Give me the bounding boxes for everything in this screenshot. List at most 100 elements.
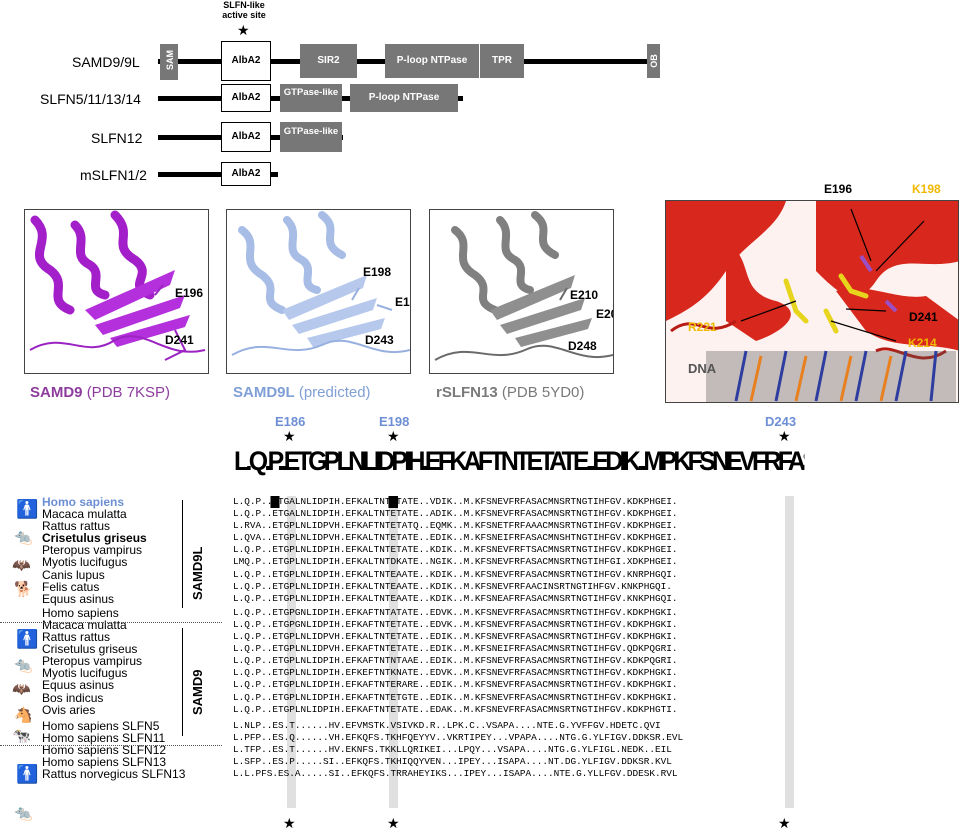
cow-icon: 🐄 [12,728,31,745]
conserved-column [785,496,794,808]
position-marker-d243: D243 [765,414,797,429]
alignment-row: L.NLP..ES.T......HV.EFVMSTK.VSIVKD.R..LP… [233,719,661,731]
active-site-label-line1: SLFN-like [223,0,265,10]
complex-structure-panel: E196 K198 R221 D241 K214 DNA [665,200,959,403]
structure-caption-rslfn13: rSLFN13 (PDB 5YD0) [436,384,585,401]
rslfn13-ribbon-icon [434,211,613,361]
species-name: Myotis lucifugus [42,555,128,570]
position-marker-e186: E186 [275,414,306,429]
alignment-row: L.PFP..ES.Q......VH.EFKQFS.TKHFQEYYV..VK… [233,731,684,743]
alignment-row: L.Q.P..ETGPLNLIDPIH.EFKAFTNTNTAAE..EDIK.… [233,655,678,667]
species-name: Homo sapiens [42,495,125,509]
alignment-row: L.Q.P..ETGPLNLIDPIH.EFKALTNTEAATE..KDIK.… [233,580,672,592]
alignment-row: L.Q.P..ETGPGNLIDPIH.EFKAFTNTATATE..EDVK.… [233,606,678,618]
sequence-logo: L.Q.P..ETGPLNLIDPIH.EFKAFTNTETATE..EDIK.… [234,446,804,477]
backbone-line [158,172,278,177]
alignment-row: L.Q.P..ETGPLNLIDPIH.EFKAFTNTERARE..EDIK.… [233,679,678,691]
species-name: Pteropus vampirus [42,543,143,558]
residue-label-k198-top: K198 [912,182,941,196]
species-name: Bos indicus [42,690,104,705]
donkey-icon: 🐴 [14,707,33,724]
human-icon: 🚹 [16,764,39,784]
species-name: Homo sapiens SLFN12 [42,742,167,757]
alignment-row: L.QVA..ETGPLNLIDPVH.EFKALTNTETATE..EDIK.… [233,532,678,544]
species-name: Crisetulus griseus [42,531,147,546]
residue-label-k214: K214 [908,336,937,350]
residue-label: E210 [570,288,599,302]
domain-gtpase-like: GTPase-like [280,84,342,112]
species-name: Macaca mulatta [42,617,127,632]
star-icon: ★ [778,428,791,444]
alignment-row: L.Q.P..ETGPLNLIDPIH.EFKEFTNTKNATE..EDVK.… [233,667,678,679]
alignment-row: L.Q.P..ETGPLNLIDPIH.EFKALTNTEAATE..KDIK.… [233,568,678,580]
species-name: Canis lupus [42,567,105,582]
domain-gtpase-like: GTPase-like [280,122,342,152]
samd9-ribbon-icon [29,210,206,361]
species-name: Homo sapiens SLFN13 [42,754,167,769]
residue-label: D241 [165,333,194,347]
residue-label: E186 [395,295,410,309]
alignment-row: L.Q.P..ETGPLNLIDPIH.EFKAFTNTETGTE..EDIK.… [233,691,678,703]
domain-p-loop: P-loop NTPase [350,84,458,112]
star-icon: ★ [283,428,296,444]
structure-panel-rslfn13: E210 E205 D248 [429,209,614,374]
structure-caption-samd9l: SAMD9L (predicted) [233,384,371,401]
alignment-row: L.Q.P..ETGPGNLIDPIH.EFKAFTNTETATE..EDVK.… [233,618,678,630]
species-name: Ovis aries [42,702,96,717]
residue-label: D248 [568,339,597,353]
residue-label: E196 [175,286,204,300]
domain-sam: SAM [160,44,178,80]
structure-panel-samd9l: E198 E186 D243 [226,209,411,374]
human-icon: 🚹 [16,499,39,519]
rodent-icon: 🐀 [14,657,33,674]
alignment-row: LMQ.P..ETGPLNLIDPIH.EFKALTNTDKATE..NGIK.… [233,556,678,568]
species-name: Macaca mulatta [42,507,127,522]
domain-alba2: AlbA2 [221,41,271,81]
species-name: Equus asinus [42,678,115,693]
divider [0,622,222,623]
star-icon: ★ [387,815,400,831]
species-name: Crisetulus griseus [42,642,138,657]
residue-label: E205 [596,307,613,321]
row-label-slfn5: SLFN5/11/13/14 [40,91,141,107]
group-label-samd9: SAMD9 [190,669,205,715]
domain-alba2: AlbA2 [221,122,271,152]
species-list: Homo sapiens Macaca mulatta Rattus rattu… [42,496,222,780]
alignment-row: L.RVA..ETGPLNLIDPVH.EFKAFTNTETATQ..EQMK.… [233,520,678,532]
alignment-row: L.Q.P..ETGALNLIDPIH.EFKALTNTETATE..ADIK.… [233,508,678,520]
alignment-row: L.Q.P..ETGPLNLIDPIH.EFKALTNTETATE..KDIK.… [233,544,678,556]
alignment-row: L.Q.P..ETGALNLIDPIH.EFKALTNTETATE..VDIK.… [233,496,855,509]
rodent-icon: 🐀 [14,805,33,822]
residue-label-d241: D241 [909,310,938,324]
active-site-label-line2: active site [222,10,266,20]
row-label-slfn12: SLFN12 [91,130,143,146]
group-bracket-samd9l [182,500,183,608]
samd9l-ribbon-icon [231,211,410,356]
logo-text: L.Q.P..ETGPLNLIDPIH.EFKAFTNTETATE..EDIK.… [234,446,804,476]
rodent-icon: 🐀 [14,529,33,546]
star-icon: ★ [387,428,400,444]
domain-alba2: AlbA2 [221,84,271,112]
alignment-row: L.TFP..ES.T......HV.EKNFS.TKKLLQRIKEI...… [233,743,672,755]
star-icon: ★ [778,815,791,831]
group-bracket-samd9 [182,628,183,736]
dna-label: DNA [688,361,717,376]
active-site-label: SLFN-like active site [214,0,274,20]
structure-panel-samd9: E196 D241 [24,209,209,374]
alignment-block: L.Q.P..ETGALNLIDPIH.EFKALTNTETATE..VDIK.… [233,496,855,780]
species-name: Equus asinus [42,591,115,606]
structure-caption-samd9: SAMD9 (PDB 7KSP) [30,384,171,401]
residue-label: E198 [363,265,392,279]
species-name: Rattus rattus [42,630,111,645]
species-name: Homo sapiens SLFN11 [42,730,166,745]
domain-sir2: SIR2 [300,44,357,78]
bat-icon: 🦇 [12,681,31,698]
alignment-row: L.L.PFS.ES.A.....SI..EFKQFS.TRRAHEYIKS..… [233,768,678,780]
row-label-mslfn: mSLFN1/2 [80,167,147,183]
species-name: Pteropus vampirus [42,654,143,669]
alignment-row: L.Q.P..ETGPLNLIDPVH.EFKAFTNTETATE..EDIK.… [233,643,678,655]
domain-p-loop: P-loop NTPase [385,44,479,78]
position-marker-e198: E198 [379,414,410,429]
species-name: Rattus rattus [42,519,111,534]
alignment-row: L.Q.P..ETGPLNLIDPIH.EFKAFTNTETATE..EDAK.… [233,703,678,715]
